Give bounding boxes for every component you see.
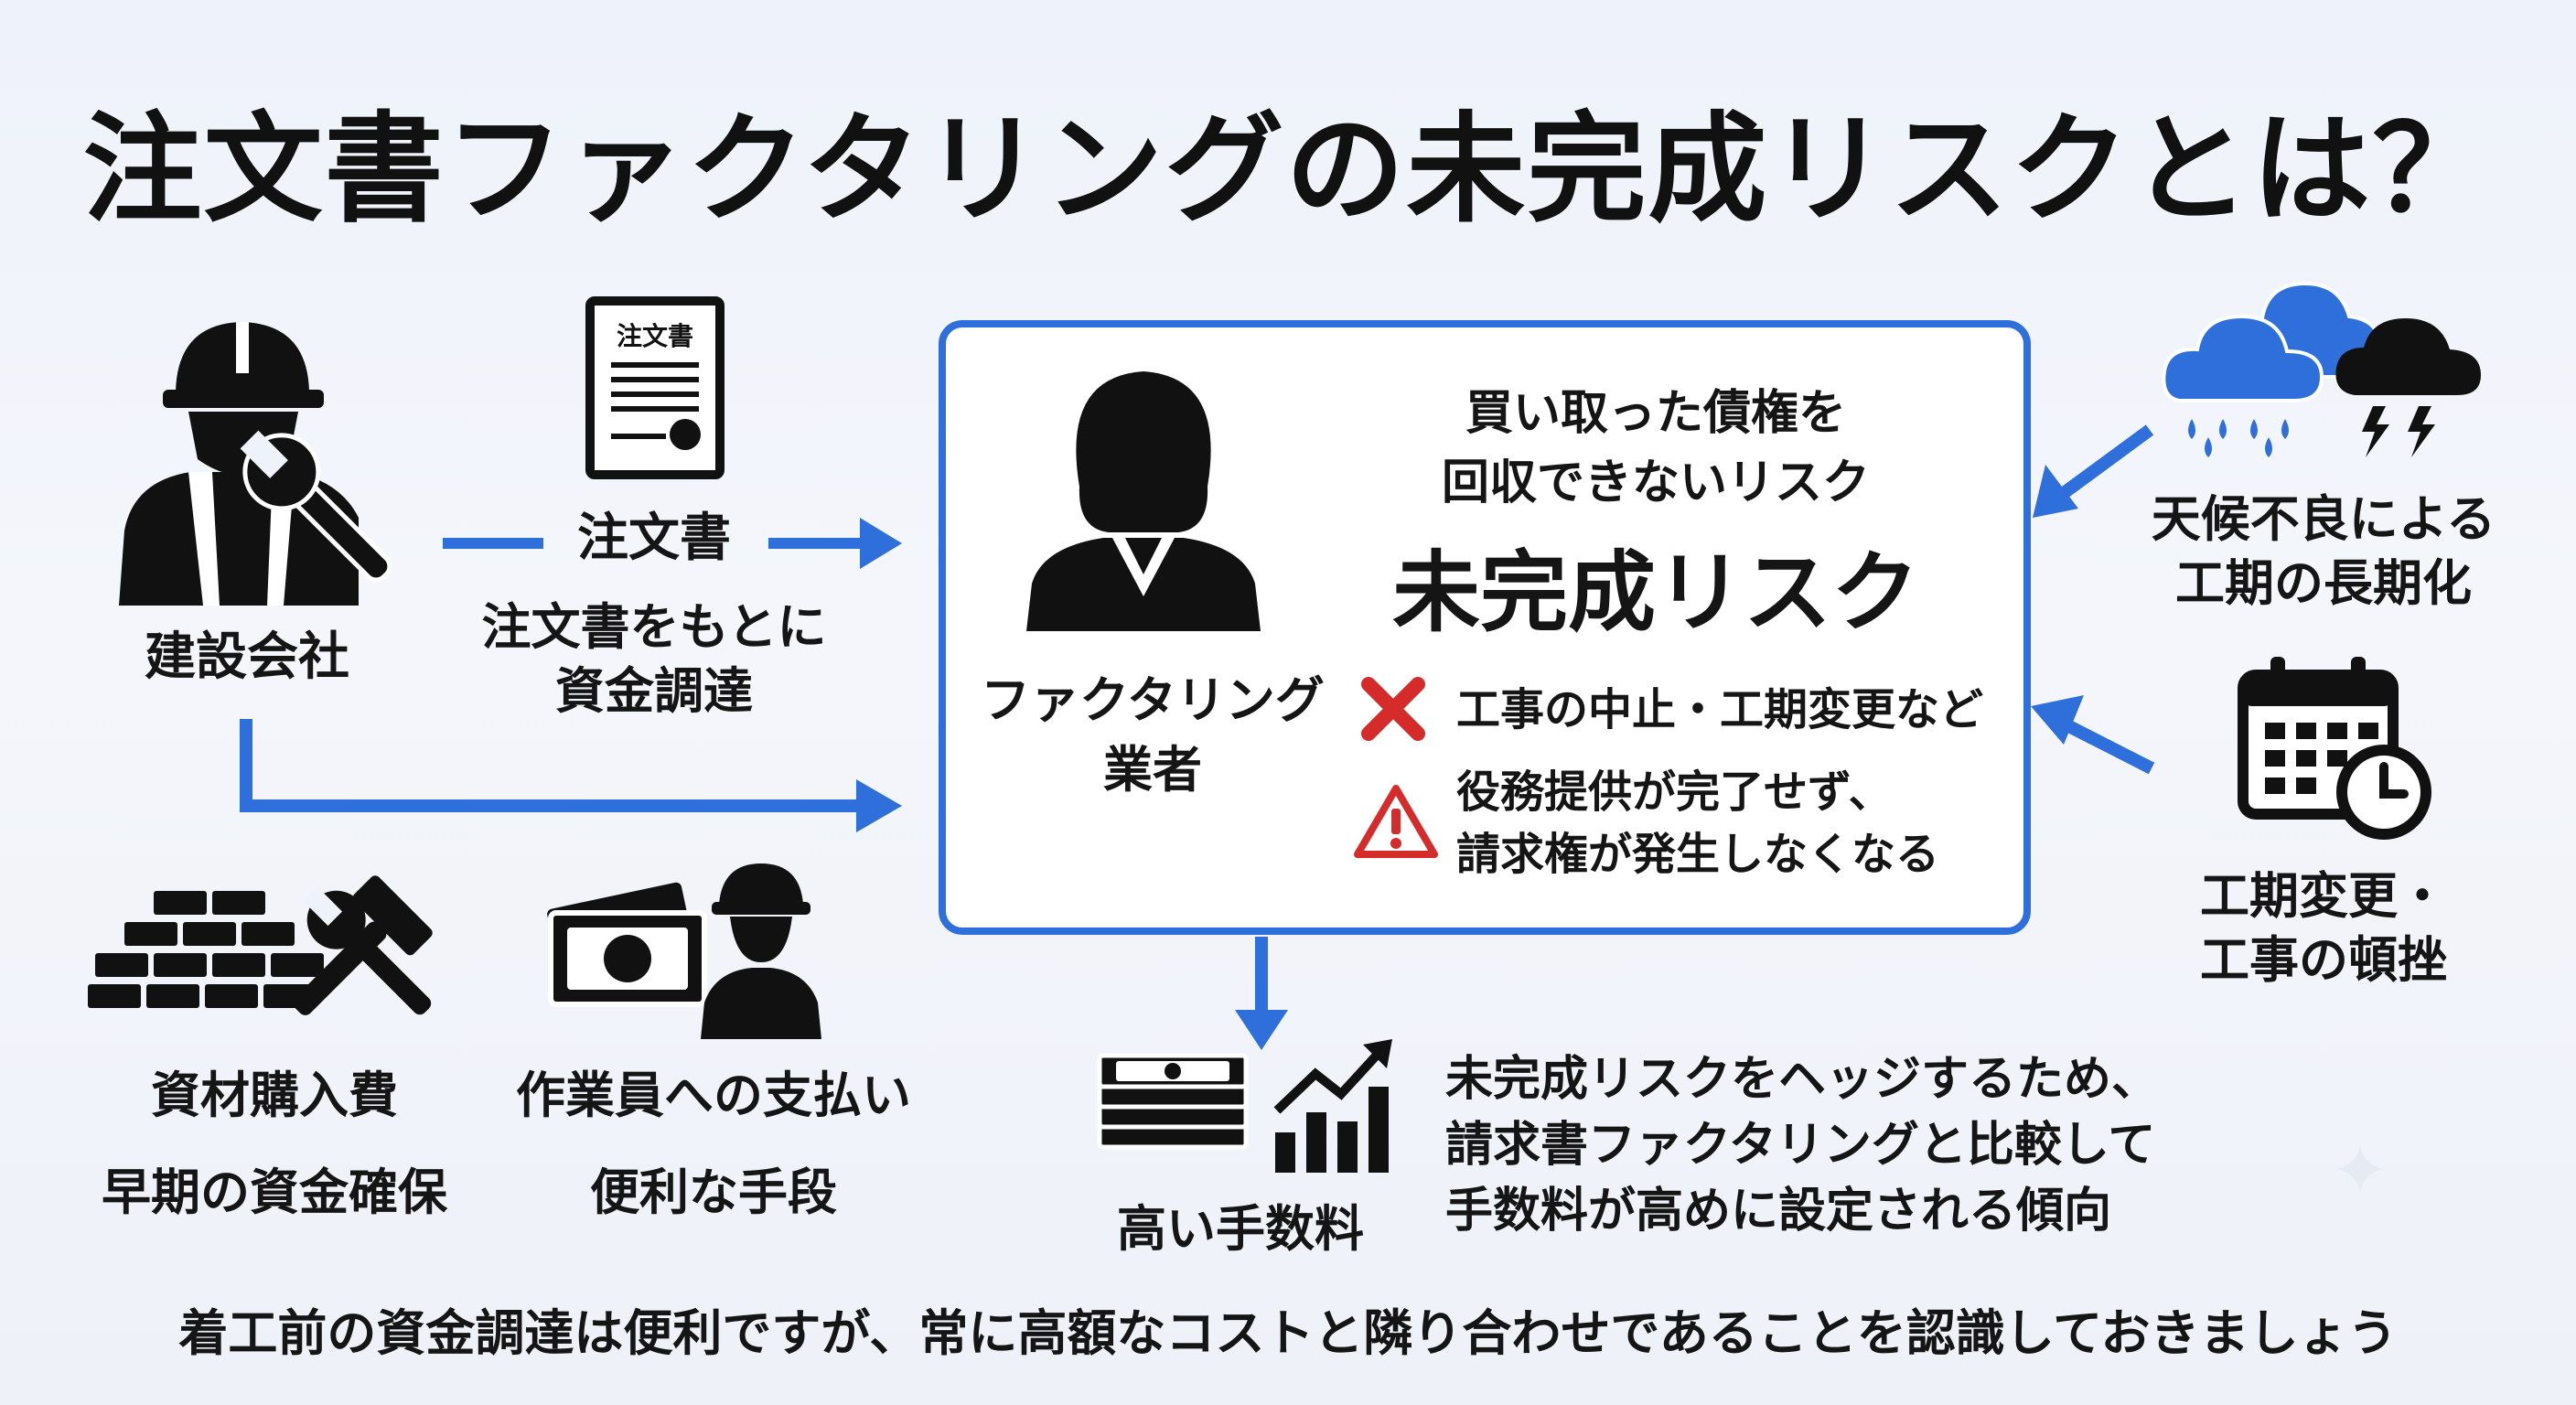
bricks-tools-icon — [88, 875, 433, 1015]
workers-label-2: 便利な手段 — [590, 1164, 837, 1221]
document-title: 注文書 — [616, 321, 693, 351]
risk-item-2-line1: 役務提供が完了せず、 — [1456, 767, 1893, 818]
panel-to-fee-arrow — [1235, 937, 1288, 1050]
warning-icon — [1354, 785, 1438, 858]
fee-label: 高い手数料 — [1117, 1200, 1364, 1258]
page-title: 注文書ファクタリングの未完成リスクとは？ — [82, 100, 2494, 239]
businesswoman-icon — [1026, 371, 1261, 631]
risk-item-1: 工事の中止・工期変更など — [1456, 684, 1984, 735]
cross-icon — [1361, 677, 1425, 741]
workers-label-1: 作業員への支払い — [516, 1067, 911, 1124]
weather-to-panel-arrow — [2033, 424, 2154, 518]
fee-description-2: 請求書ファクタリングと比較して — [1445, 1118, 2156, 1173]
money-stack-icon — [1097, 1053, 1249, 1150]
rising-chart-icon — [1273, 1039, 1392, 1173]
schedule-label-1: 工期変更・ — [2200, 867, 2447, 925]
purchase-order-desc-1: 注文書をもとに — [481, 598, 827, 656]
materials-label-1: 資材購入費 — [151, 1067, 398, 1124]
weather-label-1: 天候不良による — [2151, 490, 2496, 548]
sparkle-icon — [2336, 1145, 2384, 1193]
purchase-order-desc-2: 資金調達 — [555, 662, 753, 720]
fee-description-1: 未完成リスクをヘッジするため、 — [1445, 1052, 2160, 1107]
order-to-factor-arrow — [443, 518, 902, 569]
fee-description-3: 手数料が高めに設定される傾向 — [1445, 1184, 2112, 1239]
factor-label-2: 業者 — [1103, 741, 1202, 799]
risk-description-1: 買い取った債権を — [1465, 386, 1846, 441]
document-icon: 注文書 — [585, 296, 724, 479]
storm-cloud-icon — [2335, 318, 2481, 457]
contractor-to-factor-arrow — [240, 719, 902, 832]
worker-wrench-icon — [119, 322, 392, 606]
calendar-clock-icon — [2238, 657, 2431, 840]
contractor-label: 建設会社 — [145, 627, 349, 687]
schedule-to-panel-arrow — [2031, 695, 2155, 775]
risk-item-2-line2: 請求権が発生しなくなる — [1456, 829, 1940, 880]
cash-worker-icon — [547, 863, 821, 1039]
footer-note: 着工前の資金調達は便利ですが、常に高額なコストと隣り合わせであることを認識してお… — [178, 1304, 2398, 1362]
schedule-label-2: 工事の頓挫 — [2200, 931, 2447, 989]
factor-label-1: ファクタリング — [981, 671, 1325, 729]
weather-label-2: 工期の長期化 — [2175, 554, 2472, 612]
risk-title: 未完成リスク — [1392, 542, 1919, 644]
materials-label-2: 早期の資金確保 — [102, 1164, 447, 1221]
purchase-order-label: 注文書 — [577, 509, 731, 568]
risk-description-2: 回収できないリスク — [1441, 456, 1870, 510]
